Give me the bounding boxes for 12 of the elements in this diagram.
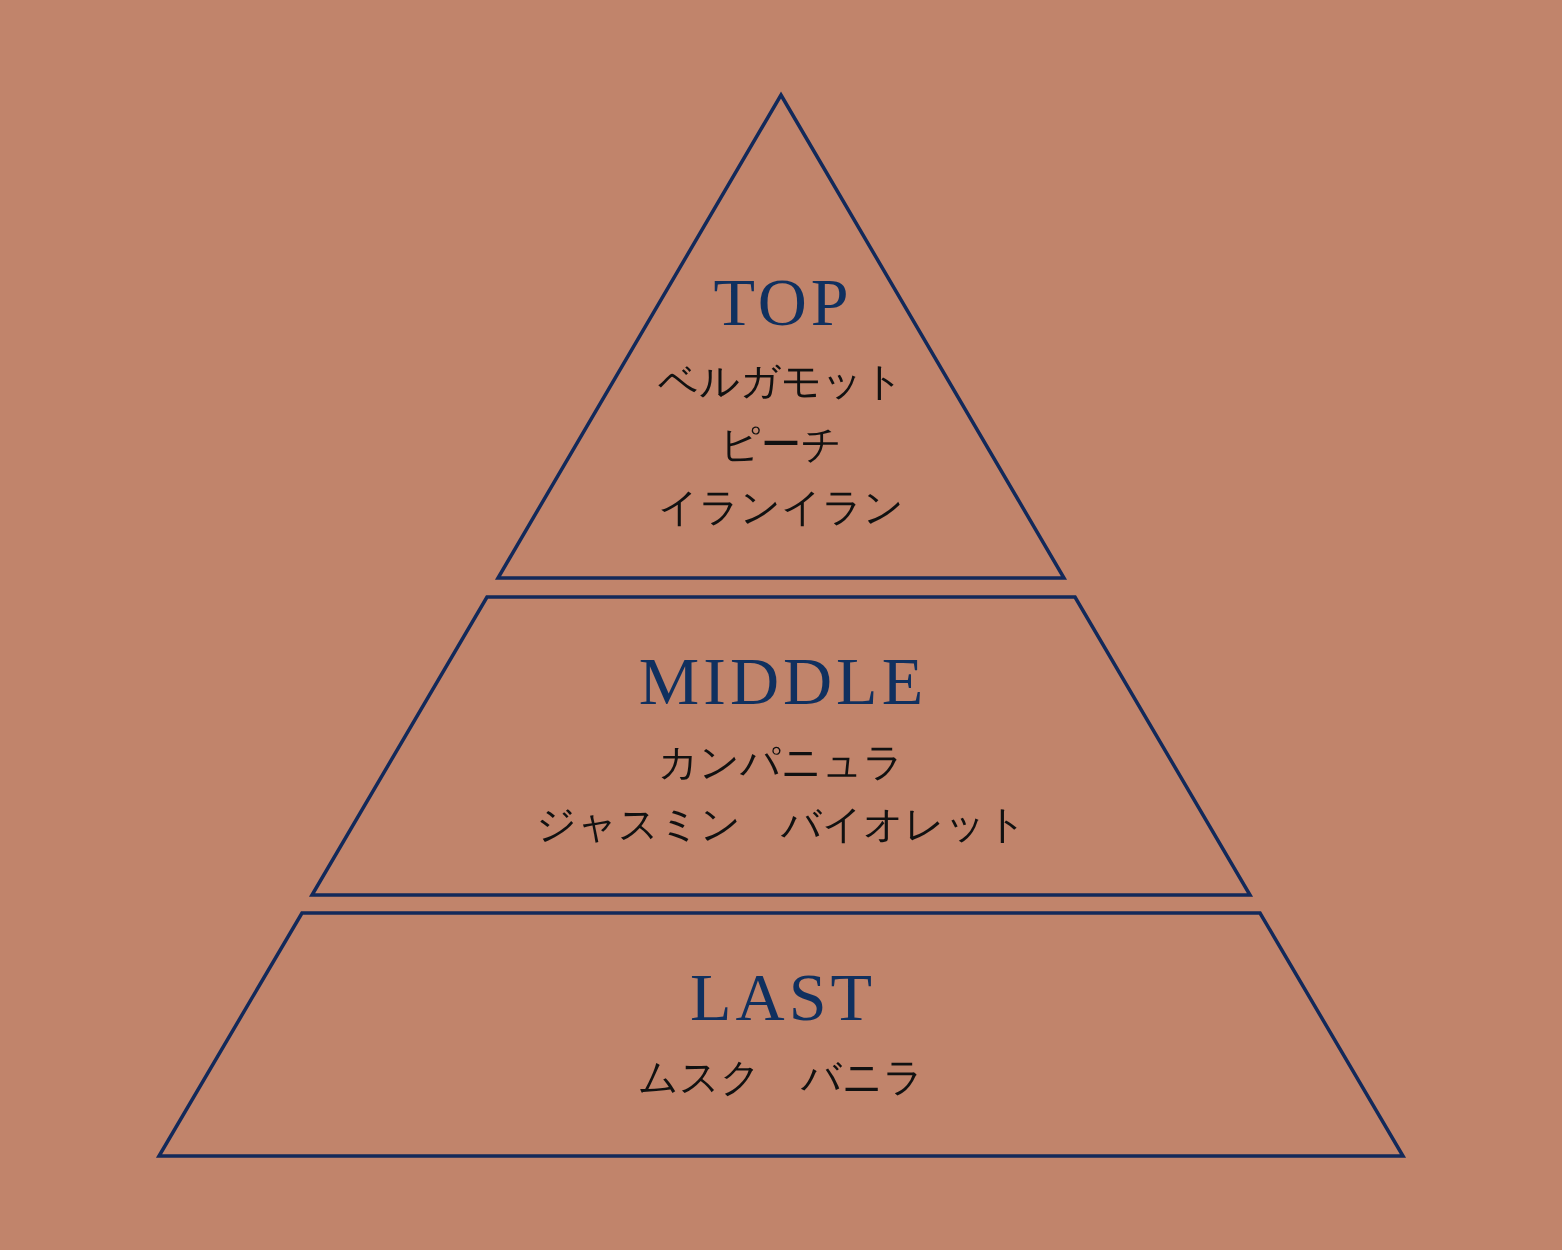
note-text: ジャスミン バイオレット xyxy=(535,801,1027,847)
pyramid-tier xyxy=(308,593,1254,899)
note-text: イランイラン xyxy=(658,484,904,530)
note-text: ピーチ xyxy=(720,421,842,467)
note-text: ベルガモット xyxy=(658,358,904,404)
note-text: カンパニュラ xyxy=(658,739,904,785)
tier-heading: TOP xyxy=(712,262,853,342)
note-text: ムスク バニラ xyxy=(638,1054,924,1100)
pyramid-tier xyxy=(155,909,1407,1160)
pyramid-tier xyxy=(494,91,1068,582)
tier-heading: MIDDLE xyxy=(637,641,928,721)
tier-heading: LAST xyxy=(689,957,876,1037)
